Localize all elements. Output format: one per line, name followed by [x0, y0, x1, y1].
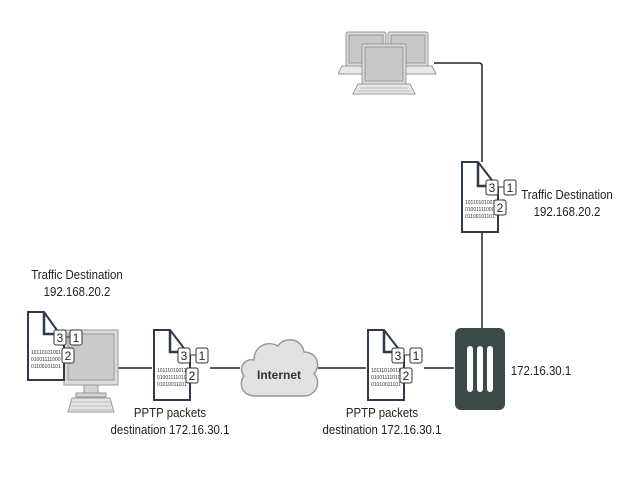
binary-line: 01001111000: [465, 207, 495, 213]
binary-line: 10110101001: [31, 350, 61, 356]
firewall-ip-label: 172.16.30.1: [510, 363, 572, 378]
pptp-packets-title: PPTP packets: [133, 405, 207, 420]
binary-line: 01001111010: [157, 375, 187, 381]
binary-line: 01010011101: [157, 382, 187, 388]
packet-icon-pptp-right: 10111010011 01001111010 01010011101 3 1 …: [367, 329, 423, 401]
firewall-icon: [455, 328, 505, 410]
binary-line: 10111010011: [371, 368, 401, 374]
pptp-packets-title: PPTP packets: [345, 405, 419, 420]
traffic-destination-left-label: Traffic Destination 192.168.20.2: [29, 266, 126, 300]
badge-2: 2: [497, 201, 504, 215]
link-packet-laptops: [434, 62, 483, 162]
traffic-destination-title: Traffic Destination: [31, 267, 123, 282]
badge-2: 2: [189, 369, 196, 383]
badge-1: 1: [199, 349, 206, 363]
pptp-packets-destination: destination 172.16.30.1: [322, 422, 442, 437]
badge-3: 3: [395, 349, 402, 363]
traffic-destination-title: Traffic Destination: [521, 187, 613, 202]
binary-line: 10111010011: [157, 368, 187, 374]
internet-label: Internet: [257, 368, 301, 382]
traffic-destination-ip: 192.168.20.2: [533, 204, 601, 219]
badge-1: 1: [413, 349, 420, 363]
internet-cloud-icon: Internet: [240, 339, 319, 397]
binary-line: 01001111010: [371, 375, 401, 381]
laptops-icon: [338, 31, 437, 95]
binary-line: 01001111000: [31, 357, 61, 363]
packet-icon-lan: 10110101001 01001111000 01100101101 3 1 …: [461, 161, 517, 233]
binary-line: 10110101001: [465, 200, 495, 206]
badge-2: 2: [65, 349, 72, 363]
binary-line: 01010011101: [371, 382, 401, 388]
pptp-packets-left-label: PPTP packets destination 172.16.30.1: [108, 404, 231, 438]
badge-3: 3: [181, 349, 188, 363]
badge-1: 1: [507, 181, 514, 195]
traffic-destination-right-label: Traffic Destination 192.168.20.2: [519, 186, 616, 220]
badge-3: 3: [489, 181, 496, 195]
traffic-destination-ip: 192.168.20.2: [43, 284, 111, 299]
binary-line: 01100101101: [31, 364, 61, 370]
pptp-packets-right-label: PPTP packets destination 172.16.30.1: [320, 404, 443, 438]
pptp-packets-destination: destination 172.16.30.1: [110, 422, 230, 437]
badge-2: 2: [403, 369, 410, 383]
packet-icon-pptp-left: 10111010011 01001111010 01010011101 3 1 …: [153, 329, 209, 401]
badge-3: 3: [57, 331, 64, 345]
packet-icon-client: 10110101001 01001111000 01100101101 3 1 …: [27, 311, 83, 381]
badge-1: 1: [73, 331, 80, 345]
binary-line: 01100101101: [465, 214, 495, 220]
